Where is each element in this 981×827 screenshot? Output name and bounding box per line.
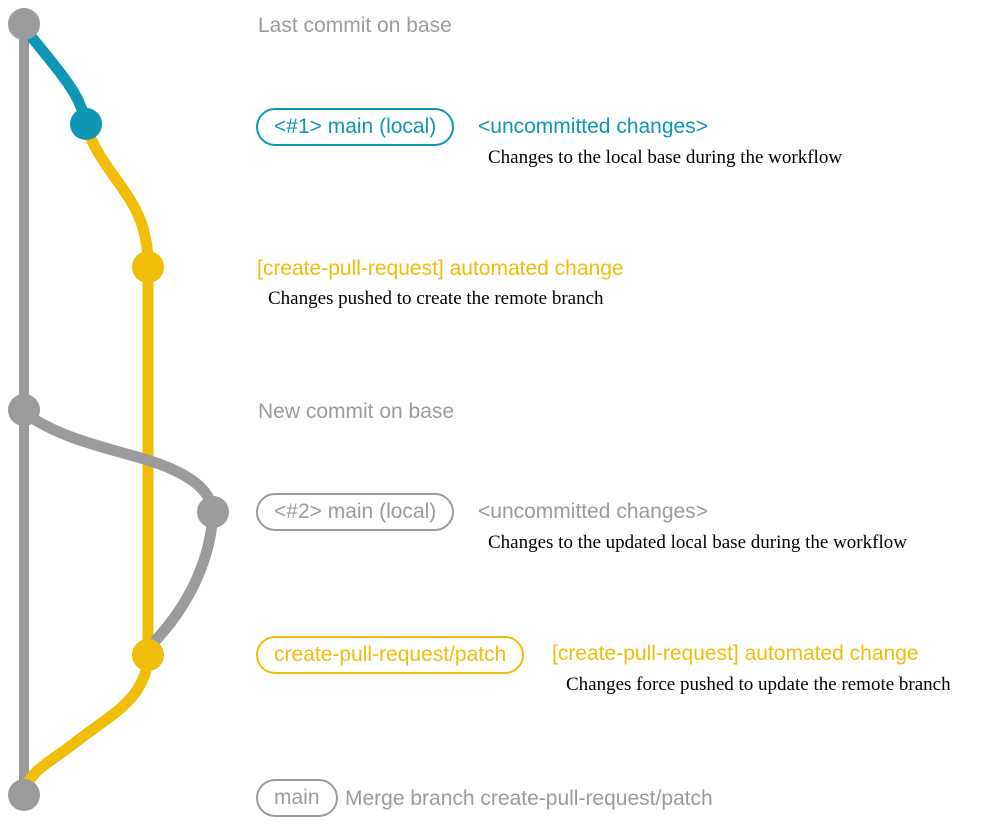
automated-change-desc-2: Changes force pushed to update the remot… [566, 674, 951, 695]
branch-badge-main-final: main [256, 779, 338, 817]
automated-change-title-1: [create-pull-request] automated change [257, 257, 624, 280]
automated-change-desc-1: Changes pushed to create the remote bran… [268, 288, 604, 309]
uncommitted-changes-desc-2: Changes to the updated local base during… [488, 532, 907, 553]
commit-dot-merge [8, 779, 40, 811]
commit-dot-uncommitted-1 [70, 108, 102, 140]
uncommitted-changes-title-1: <uncommitted changes> [478, 115, 708, 138]
local-main-branch-curve-2 [20, 408, 219, 516]
branch-badge-patch: create-pull-request/patch [256, 636, 525, 674]
commit-dot-last-base [8, 8, 40, 40]
patch-branch-merge-curve [19, 654, 154, 796]
local-main-rebase-curve [144, 508, 219, 656]
patch-branch-curve-top [80, 120, 154, 272]
commit-dot-automated-change-1 [132, 251, 164, 283]
branch-badge-main-1: <#1> main (local) [256, 108, 455, 146]
branch-badge-main-2: <#2> main (local) [256, 493, 455, 531]
commit-dot-automated-change-2 [132, 639, 164, 671]
last-commit-label: Last commit on base [258, 14, 452, 37]
local-main-branch-curve-1 [20, 24, 92, 130]
automated-change-title-2: [create-pull-request] automated change [552, 642, 919, 665]
commit-dot-new-base [8, 394, 40, 426]
uncommitted-changes-title-2: <uncommitted changes> [478, 500, 708, 523]
new-commit-label: New commit on base [258, 400, 455, 423]
merge-commit-label: Merge branch create-pull-request/patch [345, 787, 713, 810]
uncommitted-changes-desc-1: Changes to the local base during the wor… [488, 147, 843, 168]
commit-dot-uncommitted-2 [197, 496, 229, 528]
